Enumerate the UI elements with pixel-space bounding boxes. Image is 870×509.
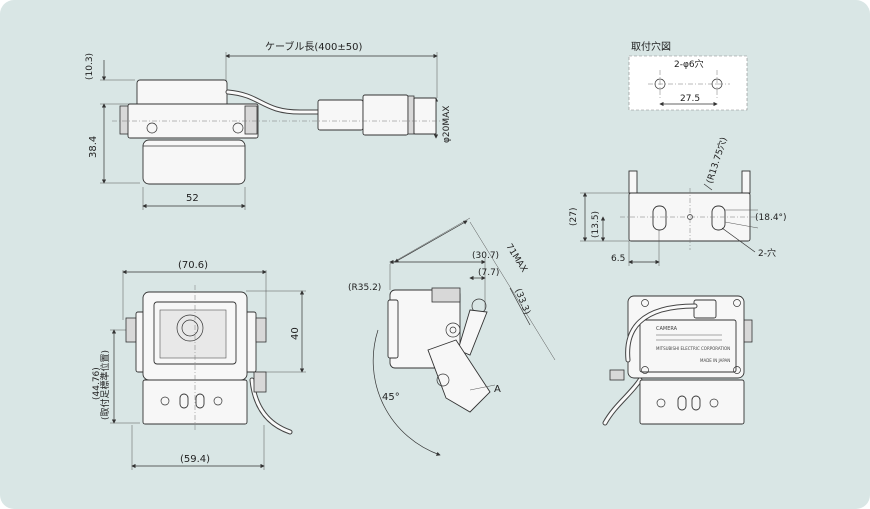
dim-38-4: 38.4 — [88, 136, 99, 158]
dim-phi20: φ20MAX — [442, 106, 452, 143]
dim-40: 40 — [290, 327, 301, 340]
dim-59-4: (59.4) — [180, 454, 210, 465]
dim-45deg: 45° — [382, 392, 400, 403]
mount-hole-diagram: 取付穴図 2-φ6穴 27.5 — [628, 40, 748, 111]
mount-hole-title: 取付穴図 — [631, 40, 671, 53]
dim-2hole: 2-穴 — [758, 247, 776, 259]
rear-label-line1: CAMERA — [656, 326, 678, 332]
dim-52: 52 — [186, 193, 199, 204]
dim-33-3: (33.3) — [512, 287, 531, 316]
dim-r13-75: (R13.75穴) — [703, 136, 729, 185]
dim-r35-2: (R35.2) — [348, 283, 381, 293]
cable-length-label: ケーブル長(400±50) — [265, 40, 362, 53]
dim-27: (27) — [569, 208, 579, 226]
rear-view: CAMERA MITSUBISHI ELECTRIC CORPORATION M… — [602, 295, 753, 426]
dim-44-76: (44.76) — [92, 367, 102, 400]
label-a: A — [494, 384, 501, 395]
side-view: 71MAX (30.7) (7.7) (R35.2) (33.3) 45° A — [348, 217, 556, 456]
dim-10-3: (10.3) — [85, 53, 95, 80]
dim-30-7: (30.7) — [472, 251, 499, 261]
bracket-view: (R13.75穴) (27) (13.5) 6.5 (18.4°) 2-穴 — [569, 136, 787, 266]
dim-7-7: (7.7) — [478, 268, 499, 278]
front-view: (70.6) 40 (44.76) (取付足標準位置) (59.4) — [92, 260, 306, 470]
hole-spec: 2-φ6穴 — [674, 58, 704, 70]
dim-6-5: 6.5 — [611, 254, 625, 264]
top-view: ケーブル長(400±50) (10.3) 38.4 52 φ20MAX — [85, 40, 452, 210]
dim-70-6: (70.6) — [178, 260, 208, 271]
rear-label-line2: MITSUBISHI ELECTRIC CORPORATION — [656, 346, 730, 351]
dim-71max: 71MAX — [503, 242, 528, 274]
hole-pitch: 27.5 — [680, 94, 700, 104]
dim-13-5: (13.5) — [591, 211, 601, 238]
rear-label-line3: MADE IN JAPAN — [700, 358, 730, 363]
dim-mount-ref: (取付足標準位置) — [99, 350, 111, 420]
dim-18-4deg: (18.4°) — [755, 213, 787, 223]
